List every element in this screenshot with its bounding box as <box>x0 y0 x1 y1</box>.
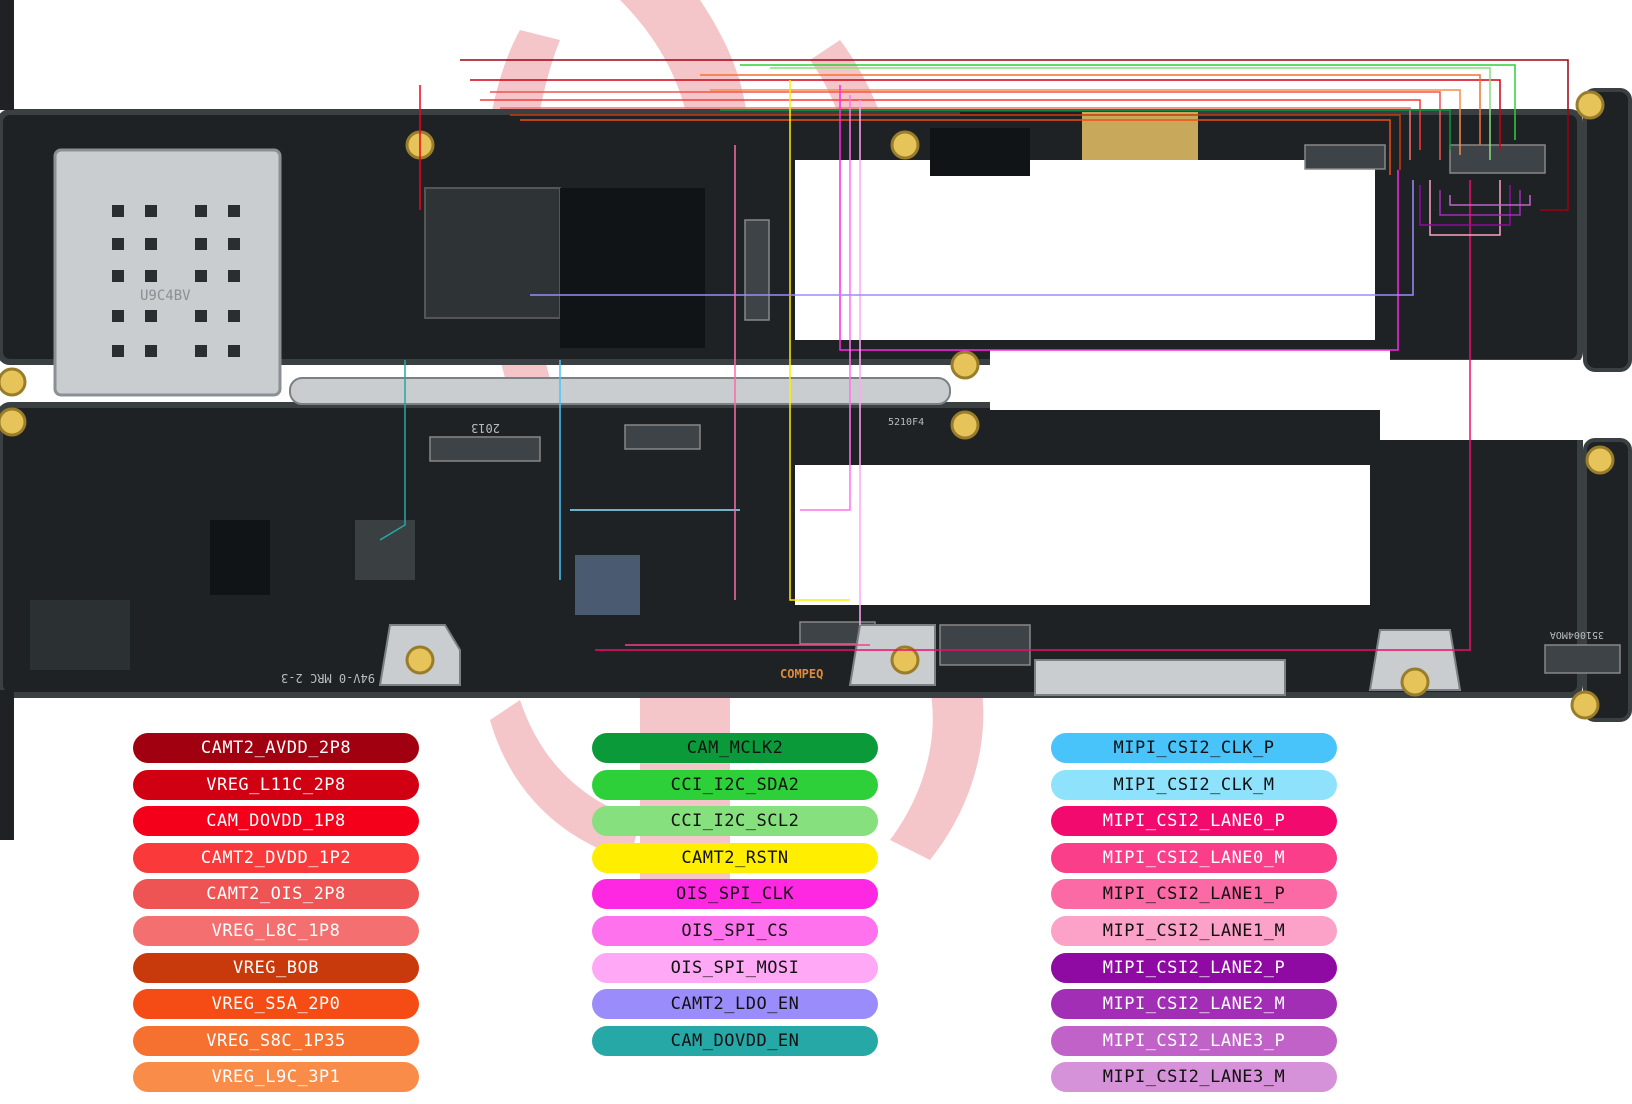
silkscreen-351004: 351004MOA <box>1550 629 1604 640</box>
silkscreen-2013: 2013 <box>471 421 500 435</box>
legend-item-mipi-csi2-lane3-m: MIPI_CSI2_LANE3_M <box>1051 1062 1337 1092</box>
trace-10 <box>710 89 1461 155</box>
trace-19 <box>379 360 406 541</box>
legend-item-cam-mclk2: CAM_MCLK2 <box>592 733 878 763</box>
metal-shields <box>289 377 1462 696</box>
legend-item-vreg-bob: VREG_BOB <box>133 953 419 983</box>
legend-item-vreg-l9c-3p1: VREG_L9C_3P1 <box>133 1062 419 1092</box>
trace-27 <box>1439 190 1521 216</box>
trace-15 <box>839 85 1399 351</box>
silkscreen-94v: 94V-0 MRC 2-3 <box>281 671 375 685</box>
legend-item-cam-dovdd-en: CAM_DOVDD_EN <box>592 1026 878 1056</box>
legend-item-vreg-l8c-1p8: VREG_L8C_1P8 <box>133 916 419 946</box>
silkscreen-texts: 2013 94V-0 MRC 2-3 COMPEQ 5210F4 351004M… <box>281 417 1604 685</box>
signal-traces <box>379 59 1569 651</box>
legend-item-mipi-csi2-lane1-m: MIPI_CSI2_LANE1_M <box>1051 916 1337 946</box>
trace-2 <box>470 79 1501 150</box>
legend-item-mipi-csi2-lane1-p: MIPI_CSI2_LANE1_P <box>1051 879 1337 909</box>
trace-7 <box>510 114 1401 170</box>
legend-item-camt2-ois-2p8: CAMT2_OIS_2P8 <box>133 879 419 909</box>
legend-item-ois-spi-cs: OIS_SPI_CS <box>592 916 878 946</box>
legend-item-mipi-csi2-lane0-m: MIPI_CSI2_LANE0_M <box>1051 843 1337 873</box>
legend-item-cci-i2c-scl2: CCI_I2C_SCL2 <box>592 806 878 836</box>
mounting-holes <box>0 90 1615 720</box>
trace-28 <box>1449 195 1531 206</box>
chips <box>30 128 1030 670</box>
trace-22 <box>595 180 1471 651</box>
legend-item-mipi-csi2-clk-m: MIPI_CSI2_CLK_M <box>1051 770 1337 800</box>
legend-item-mipi-csi2-clk-p: MIPI_CSI2_CLK_P <box>1051 733 1337 763</box>
silkscreen-u9c4bv: U9C4BV <box>140 288 191 304</box>
trace-1 <box>460 59 1569 211</box>
trace-16 <box>800 95 851 511</box>
sim-tray: U9C4BV <box>53 148 282 397</box>
legend-item-mipi-csi2-lane2-m: MIPI_CSI2_LANE2_M <box>1051 989 1337 1019</box>
legend-item-vreg-s8c-1p35: VREG_S8C_1P35 <box>133 1026 419 1056</box>
legend-item-cci-i2c-sda2: CCI_I2C_SDA2 <box>592 770 878 800</box>
legend-item-cam-dovdd-1p8: CAM_DOVDD_1P8 <box>133 806 419 836</box>
trace-8 <box>520 119 1391 175</box>
trace-4 <box>480 99 1421 150</box>
trace-13 <box>770 67 1491 160</box>
legend-item-mipi-csi2-lane3-p: MIPI_CSI2_LANE3_P <box>1051 1026 1337 1056</box>
trace-18 <box>530 180 1414 296</box>
legend-item-vreg-s5a-2p0: VREG_S5A_2P0 <box>133 989 419 1019</box>
silkscreen-compeq: COMPEQ <box>780 667 823 681</box>
trace-14 <box>789 80 850 601</box>
legend-item-camt2-ldo-en: CAMT2_LDO_EN <box>592 989 878 1019</box>
legend-item-mipi-csi2-lane0-p: MIPI_CSI2_LANE0_P <box>1051 806 1337 836</box>
legend-item-mipi-csi2-lane2-p: MIPI_CSI2_LANE2_P <box>1051 953 1337 983</box>
legend-item-camt2-rstn: CAMT2_RSTN <box>592 843 878 873</box>
legend-item-vreg-l11c-2p8: VREG_L11C_2P8 <box>133 770 419 800</box>
legend-item-camt2-dvdd-1p2: CAMT2_DVDD_1P2 <box>133 843 419 873</box>
trace-9 <box>700 74 1481 145</box>
silkscreen-5210f4: 5210F4 <box>888 417 924 428</box>
gold-contact-pad <box>1082 112 1198 160</box>
pcb-outline <box>0 0 1632 840</box>
legend-item-ois-spi-clk: OIS_SPI_CLK <box>592 879 878 909</box>
trace-11 <box>720 109 1451 150</box>
trace-25 <box>1429 180 1501 236</box>
legend-item-ois-spi-mosi: OIS_SPI_MOSI <box>592 953 878 983</box>
legend-item-camt2-avdd-2p8: CAMT2_AVDD_2P8 <box>133 733 419 763</box>
trace-5 <box>490 91 1441 160</box>
trace-6 <box>500 107 1411 160</box>
trace-12 <box>740 64 1516 140</box>
